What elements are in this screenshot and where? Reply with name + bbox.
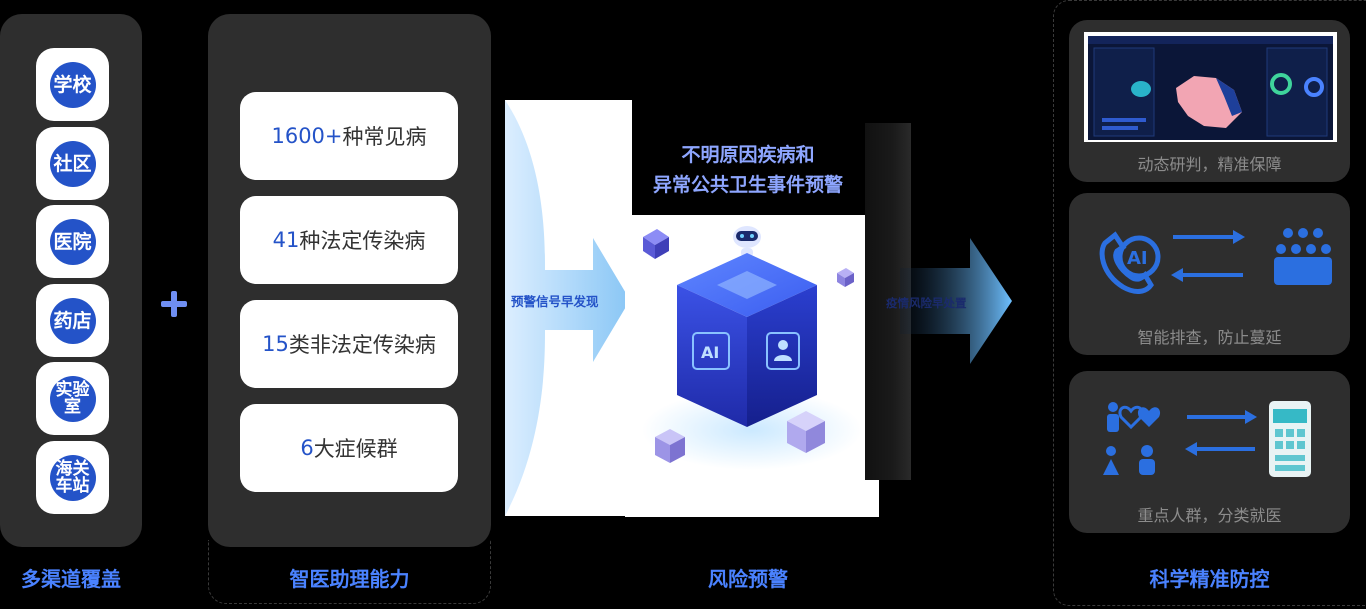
floating-cube-4 [787,411,825,453]
robot-icon [733,226,761,257]
channel-label: 学校 [49,61,96,108]
people-phone-icon [1103,401,1311,477]
arrow-in-label: 预警信号早发现 [511,294,599,309]
ai-cube-panel: AI [625,215,879,517]
ability-number: 1600+ [271,124,343,148]
risk-title: 不明原因疾病和 异常公共卫生事件预警 [632,140,864,200]
ability-number: 6 [300,436,314,460]
control-dashed-frame [1053,0,1366,606]
channel-customs-station: 海关 车站 [36,441,109,514]
abilities-footer: 智医助理能力 [289,567,410,591]
ability-text: 类非法定传染病 [288,333,436,357]
channel-label: 海关 车站 [49,454,96,501]
arrow-out-label: 疫情风险早处置 [886,296,967,310]
channel-school: 学校 [36,48,109,121]
channel-label: 实验 室 [49,375,96,422]
ability-text: 种法定传染病 [299,229,426,253]
channel-label: 医院 [49,218,96,265]
ai-label: AI [1127,248,1148,269]
control-card-ai-screening: AI 智能排查，防止蔓延 [1069,193,1350,355]
channels-panel: 学校 社区 医院 药店 实验 室 海关 车站 [0,14,142,547]
ability-number: 15 [262,332,289,356]
risk-title-line1: 不明原因疾病和 [681,144,815,166]
channel-community: 社区 [36,127,109,200]
ability-text: 种常见病 [342,125,427,149]
risk-title-line2: 异常公共卫生事件预警 [652,174,843,196]
ai-phone-crowd-icon: AI [1099,228,1332,294]
ability-text: 大症候群 [313,437,398,461]
control-card-dashboard: 动态研判，精准保障 [1069,20,1350,182]
cube-ai-label: AI [701,343,719,362]
channel-label: 社区 [49,140,96,187]
dashboard-screenshot [1084,32,1337,142]
plus-icon [161,291,187,317]
control-card-key-groups: 重点人群，分类就医 [1069,371,1350,533]
floating-cube-1 [643,229,669,259]
channel-hospital: 医院 [36,205,109,278]
ability-card: 1600+种常见病 [240,92,458,180]
arrow-out-icon [900,238,1012,364]
channel-label: 药店 [49,297,96,344]
control-caption: 动态研判，精准保障 [1137,155,1282,174]
abilities-dashed-frame [208,540,491,604]
channels-footer: 多渠道覆盖 [21,567,121,591]
channel-pharmacy: 药店 [36,284,109,357]
control-caption: 智能排查，防止蔓延 [1137,328,1282,347]
control-caption: 重点人群，分类就医 [1137,506,1282,525]
channel-laboratory: 实验 室 [36,362,109,435]
warning-input-panel [505,100,632,516]
ai-cube-icon: AI [642,226,862,470]
ability-number: 41 [272,228,300,252]
arrow-in-icon [505,100,630,516]
risk-footer: 风险预警 [708,567,788,591]
floating-cube-3 [655,429,685,463]
floating-cube-2 [837,268,854,287]
control-footer: 科学精准防控 [1149,567,1270,591]
